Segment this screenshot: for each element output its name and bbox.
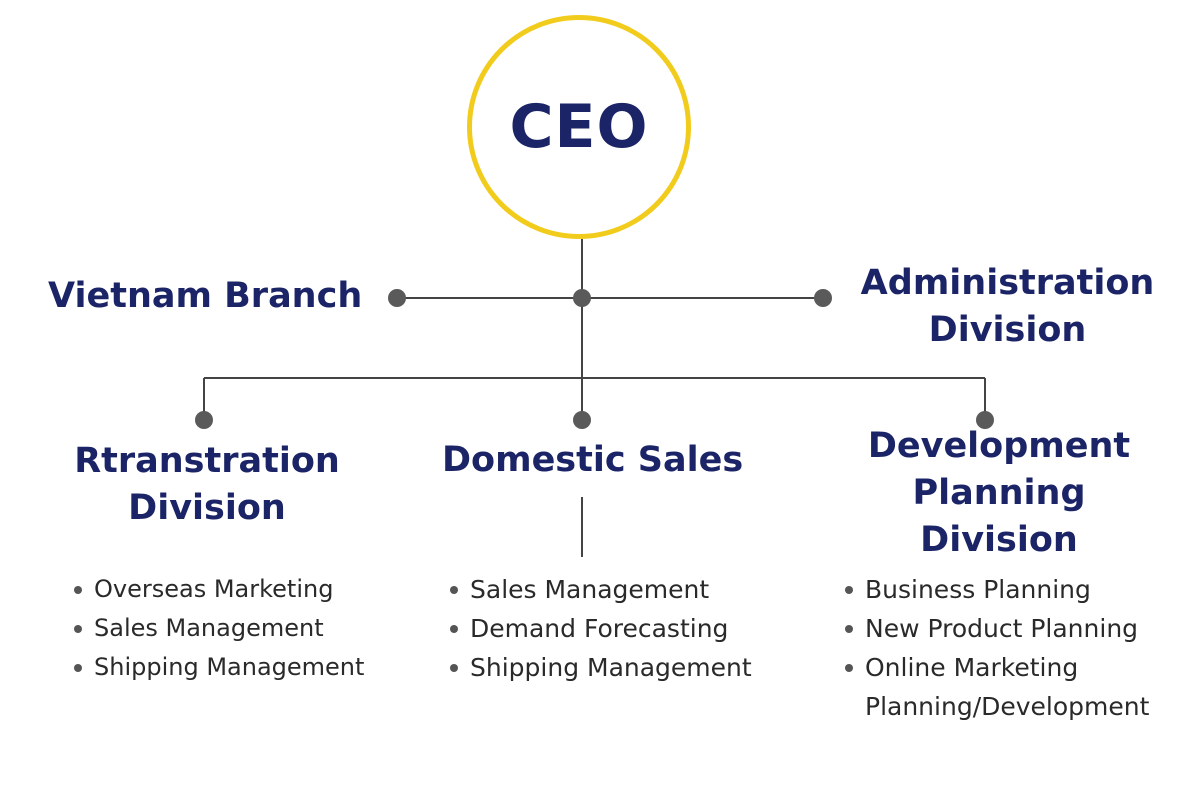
rtranstration-task-list: Overseas Marketing Sales Management Ship… xyxy=(72,570,364,687)
list-item: Overseas Marketing xyxy=(72,570,364,609)
list-item: Demand Forecasting xyxy=(448,609,752,648)
vietnam-branch-title: Vietnam Branch xyxy=(48,273,362,320)
development-line-1: Development xyxy=(867,426,1131,466)
vietnam-branch-label: Vietnam Branch xyxy=(48,276,363,316)
development-line-2: Planning xyxy=(912,473,1086,513)
domestic-sales-task-list: Sales Management Demand Forecasting Ship… xyxy=(448,570,752,687)
development-planning-division-title: Development Planning Division xyxy=(865,423,1133,564)
list-item: Business Planning xyxy=(843,570,1149,609)
list-item: Shipping Management xyxy=(448,648,752,687)
list-item: Shipping Management xyxy=(72,648,364,687)
list-item: New Product Planning xyxy=(843,609,1149,648)
rtranstration-line-1: Rtranstration xyxy=(74,441,340,481)
rtranstration-node-dot xyxy=(195,411,213,429)
ceo-label: CEO xyxy=(509,92,649,162)
list-item: Sales Management xyxy=(448,570,752,609)
ceo-node: CEO xyxy=(467,15,691,239)
administration-node-dot xyxy=(814,289,832,307)
list-item: Online Marketing Planning/Development xyxy=(843,648,1149,726)
development-node-dot xyxy=(976,411,994,429)
online-marketing-line-2: Planning/Development xyxy=(865,692,1150,721)
development-line-3: Division xyxy=(920,520,1078,560)
administration-line-1: Administration xyxy=(860,263,1155,303)
online-marketing-line-1: Online Marketing xyxy=(865,653,1079,682)
rtranstration-line-2: Division xyxy=(128,488,286,528)
vietnam-node-dot xyxy=(388,289,406,307)
hub-node-dot xyxy=(573,289,591,307)
development-planning-task-list: Business Planning New Product Planning O… xyxy=(843,570,1149,726)
list-item: Sales Management xyxy=(72,609,364,648)
rtranstration-division-title: Rtranstration Division xyxy=(66,438,348,532)
domestic-sales-title: Domestic Sales xyxy=(442,437,744,484)
administration-division-title: Administration Division xyxy=(860,260,1155,354)
administration-line-2: Division xyxy=(928,310,1087,350)
domestic-sales-label: Domestic Sales xyxy=(442,440,744,480)
domestic-node-dot xyxy=(573,411,591,429)
